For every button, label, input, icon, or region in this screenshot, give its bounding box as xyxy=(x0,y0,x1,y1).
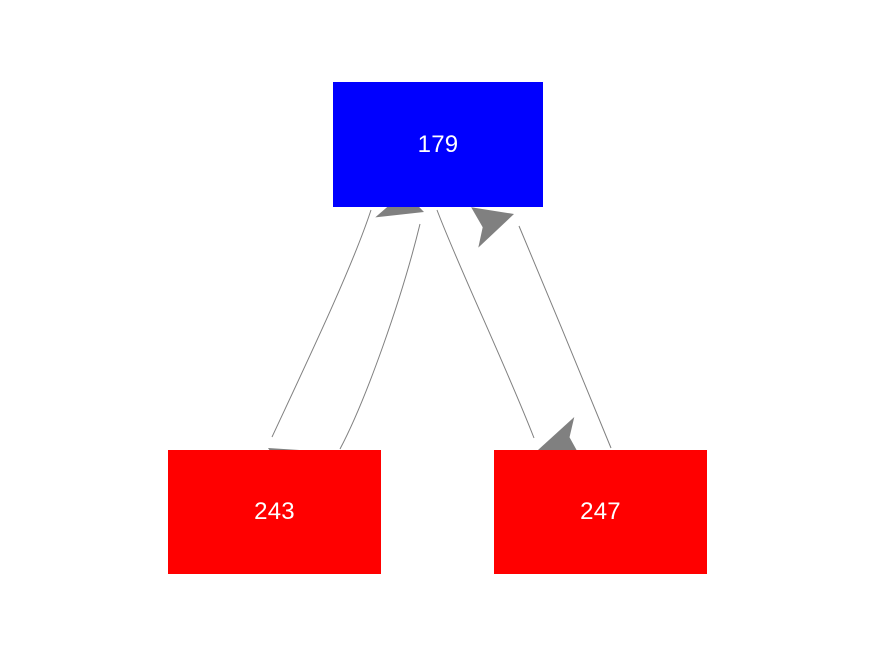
edge-paths-group xyxy=(271,209,612,450)
node-label-247: 247 xyxy=(580,498,621,525)
graph-node-243[interactable]: 243 xyxy=(168,450,381,574)
edge-line-179-to-247 xyxy=(436,209,535,439)
edge-arrowhead-179-to-247 xyxy=(538,417,581,458)
edge-arrowheads-group xyxy=(268,180,581,484)
graph-node-179[interactable]: 179 xyxy=(333,82,543,207)
edge-arrowhead-247-to-179 xyxy=(471,207,514,248)
node-label-243: 243 xyxy=(254,498,295,525)
node-label-179: 179 xyxy=(417,130,459,158)
edge-line-179-to-243 xyxy=(271,209,372,438)
graph-node-247[interactable]: 247 xyxy=(494,450,707,574)
edge-line-247-to-179 xyxy=(518,225,612,449)
edge-line-243-to-179 xyxy=(339,223,421,450)
